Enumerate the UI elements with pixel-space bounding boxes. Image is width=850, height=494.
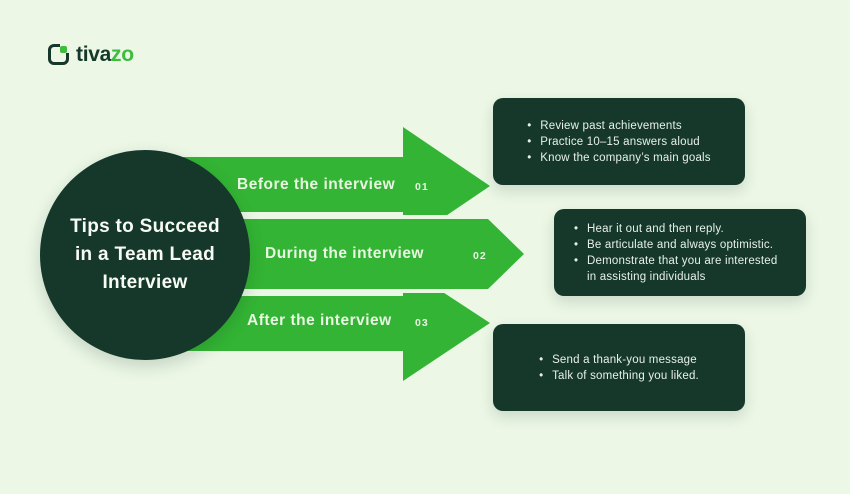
tips-box-during: Hear it out and then reply.Be articulate… [554, 209, 806, 296]
stage-label-after: After the interview [247, 312, 392, 329]
tips-box-before: Review past achievementsPractice 10–15 a… [493, 98, 745, 185]
tips-list-during: Hear it out and then reply.Be articulate… [574, 221, 786, 285]
stage-label-during: During the interview [265, 245, 424, 262]
tips-list-after: Send a thank-you messageTalk of somethin… [539, 352, 699, 384]
stage-label-before: Before the interview [237, 176, 396, 193]
title-line-1: Tips to Succeed [70, 216, 220, 237]
tip-item: Practice 10–15 answers aloud [527, 134, 711, 150]
title-circle: Tips to Succeed in a Team Lead Interview [40, 150, 250, 360]
tip-item: Review past achievements [527, 118, 711, 134]
brand-wordmark-prefix: tiva [76, 43, 111, 66]
logo-green-dot [60, 46, 67, 53]
stage-number-after: 03 [415, 317, 429, 329]
tip-item: Know the company’s main goals [527, 150, 711, 166]
tips-box-after: Send a thank-you messageTalk of somethin… [493, 324, 745, 411]
tip-item: Demonstrate that you are interested in a… [574, 253, 786, 285]
stage-number-during: 02 [473, 250, 487, 262]
title-line-3: Interview [102, 272, 188, 293]
tips-list-before: Review past achievementsPractice 10–15 a… [527, 118, 711, 166]
tivazo-logo-icon [48, 43, 70, 65]
brand-wordmark: tivazo [76, 44, 134, 65]
infographic-title: Tips to Succeed in a Team Lead Interview [70, 213, 220, 297]
tip-item: Be articulate and always optimistic. [574, 237, 786, 253]
tip-item: Send a thank-you message [539, 352, 699, 368]
brand-wordmark-suffix: zo [111, 43, 134, 66]
title-line-2: in a Team Lead [74, 244, 216, 265]
brand-logo: tivazo [48, 43, 134, 65]
tip-item: Hear it out and then reply. [574, 221, 786, 237]
tip-item: Talk of something you liked. [539, 368, 699, 384]
stage-number-before: 01 [415, 181, 429, 193]
